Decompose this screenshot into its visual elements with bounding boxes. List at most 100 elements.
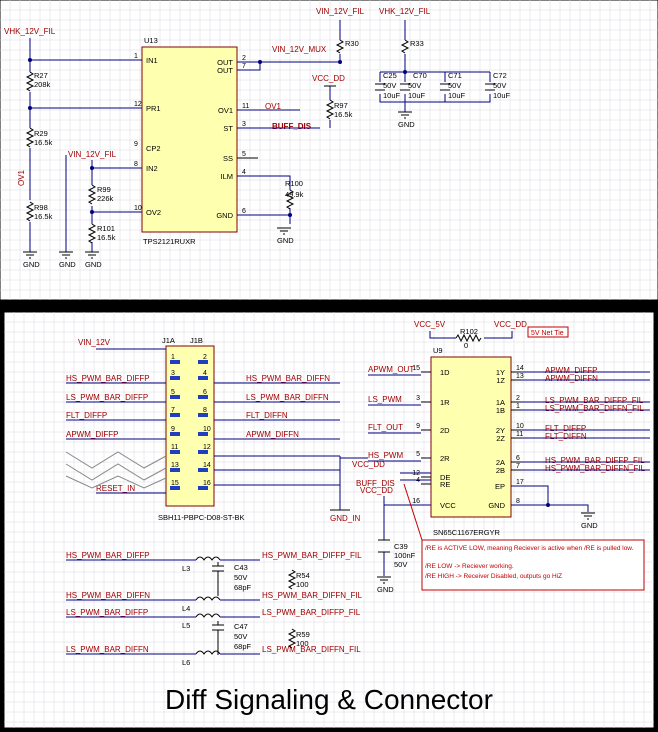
diff-filters: HS_PWM_BAR_DIFFPL3HS_PWM_BAR_DIFFP_FILHS… <box>66 551 363 667</box>
connector-pin-number: 11 <box>171 444 178 451</box>
u9-right-net: HS_PWM_BAR_DIFFP_FIL <box>545 456 645 465</box>
r29-value: 16.5k <box>34 138 53 147</box>
u9-pin-number: 11 <box>516 431 523 438</box>
gnd-label: GND <box>377 585 394 594</box>
connector-pin <box>198 395 208 399</box>
connector-pin-number: 8 <box>203 407 207 414</box>
connector-j1-body[interactable] <box>165 345 215 507</box>
connector-pin <box>198 360 208 364</box>
note-line-1: /RE is ACTIVE LOW, meaning Reciever is a… <box>425 545 634 552</box>
u13-pin-number: 5 <box>242 151 246 158</box>
r97-symbol[interactable] <box>325 99 335 120</box>
u9-pin-name: 2D <box>440 426 450 435</box>
gnd-label: GND <box>398 120 415 129</box>
r101-ref: R101 <box>97 224 115 233</box>
filter-res-symbol[interactable] <box>287 628 297 649</box>
u13-pin-name: CP2 <box>146 144 161 153</box>
u13-pin-name: OUT <box>217 58 233 67</box>
u9-pin-number: 9 <box>416 423 420 430</box>
r102-symbol[interactable] <box>455 333 482 343</box>
bottom-sheet-background <box>3 311 655 729</box>
cap-ref: C70 <box>413 71 427 80</box>
filter-res-value: 100 <box>296 580 309 589</box>
cap-value: 10uF <box>383 91 401 100</box>
r99-symbol[interactable] <box>87 184 97 205</box>
u9-body[interactable] <box>430 356 512 518</box>
u9-left-net: VCC_DD <box>360 486 393 495</box>
u9-pin-number: 1 <box>516 403 520 410</box>
u9-pin-name: EP <box>495 482 505 491</box>
u9-left-net: HS_PWM <box>368 451 403 460</box>
u9-left-net: VCC_DD <box>352 460 385 469</box>
connector-left-net: FLT_DIFFP <box>66 411 107 420</box>
u9-net-labels: APWM_OUTLS_PWMFLT_OUTHS_PWMVCC_DDBUFF_DI… <box>330 365 650 594</box>
net-vcc-5v: VCC_5V <box>414 320 446 329</box>
r27-symbol[interactable] <box>25 71 35 92</box>
u9-right-net: APWM_DIFFP <box>545 366 597 375</box>
u9-pin-name: 1Y <box>496 368 505 377</box>
net-vin-mux: VIN_12V_MUX <box>272 45 327 54</box>
cap-voltage: 50V <box>383 81 396 90</box>
j1b-ref: J1B <box>190 336 203 345</box>
u13-pin-name: OV2 <box>146 208 161 217</box>
bottom-grid <box>4 312 654 728</box>
junction <box>546 503 550 507</box>
junction <box>28 106 32 110</box>
r30-ref: R30 <box>345 39 359 48</box>
net-ov1: OV1 <box>265 102 282 111</box>
r33-symbol[interactable] <box>400 39 410 54</box>
u9-right-net: HS_PWM_BAR_DIFFN_FIL <box>545 464 646 473</box>
net-vcc-dd-top: VCC_DD <box>312 74 345 83</box>
filter-res-symbol[interactable] <box>287 569 297 590</box>
top-sheet[interactable]: VHK_12V_FIL VIN_12V_FIL VHK_12V_FIL VIN_… <box>0 0 658 301</box>
r100-ref: R100 <box>285 179 303 188</box>
connector-pins: 13579111315246810121416HS_PWM_BAR_DIFFPL… <box>66 354 340 494</box>
inductor-symbol[interactable] <box>195 613 221 618</box>
connector-pin-number: 13 <box>171 462 179 469</box>
bottom-sheet[interactable]: VIN_12V J1A J1B SBH11-PBPC-D08-ST-BK 135… <box>3 311 655 729</box>
u13-pin-number: 10 <box>134 205 142 212</box>
u13-pin-number: 3 <box>242 121 246 128</box>
u9-pin-number: 16 <box>412 498 420 505</box>
junction <box>288 213 292 217</box>
wire-right-side <box>237 86 331 224</box>
filter-cap-value: 68pF <box>234 583 252 592</box>
u9-pin-number: 13 <box>516 373 524 380</box>
c39-value: 100nF <box>394 551 416 560</box>
r102-value: 0 <box>464 341 468 350</box>
filter-input-net: HS_PWM_BAR_DIFFP <box>66 551 150 560</box>
wire-outputs <box>237 20 406 72</box>
u9-pin-number: 8 <box>516 498 520 505</box>
u9-left-net: LS_PWM <box>368 395 402 404</box>
u9-pin-name: VCC <box>440 501 456 510</box>
r100-symbol[interactable] <box>285 189 295 210</box>
u9-pin-number: 3 <box>416 395 420 402</box>
u13-pin-name: OUT <box>217 66 233 75</box>
filter-cap-symbol[interactable] <box>212 562 224 596</box>
connector-pin <box>170 395 180 399</box>
connector-pin-number: 2 <box>203 354 207 361</box>
r101-symbol[interactable] <box>87 223 97 244</box>
u13-pin-number: 1 <box>134 53 138 60</box>
u9-pin-number: 6 <box>516 455 520 462</box>
wire-gnd-in <box>214 455 341 510</box>
r29-symbol[interactable] <box>25 127 35 148</box>
r30-symbol[interactable] <box>335 39 345 54</box>
u9-pin-number: 15 <box>412 365 420 372</box>
wire-net-tie <box>429 331 513 339</box>
inductor-symbol[interactable] <box>195 556 221 561</box>
r98-symbol[interactable] <box>25 201 35 222</box>
inductor-symbol[interactable] <box>195 596 221 601</box>
filter-output-net: LS_PWM_BAR_DIFFP_FIL <box>262 608 361 617</box>
u9-pin-name: RE <box>440 480 450 489</box>
u13-pin-number: 7 <box>242 63 246 70</box>
inductor-symbol[interactable] <box>195 650 221 655</box>
junction <box>90 166 94 170</box>
u9-pin-name: 2A <box>496 458 505 467</box>
u9-left-net: FLT_OUT <box>368 423 403 432</box>
u13-pin-name: SS <box>223 154 233 163</box>
u13-body[interactable] <box>141 46 238 233</box>
c39-symbol[interactable] <box>378 539 390 553</box>
filter-cap-symbol[interactable] <box>212 621 224 655</box>
